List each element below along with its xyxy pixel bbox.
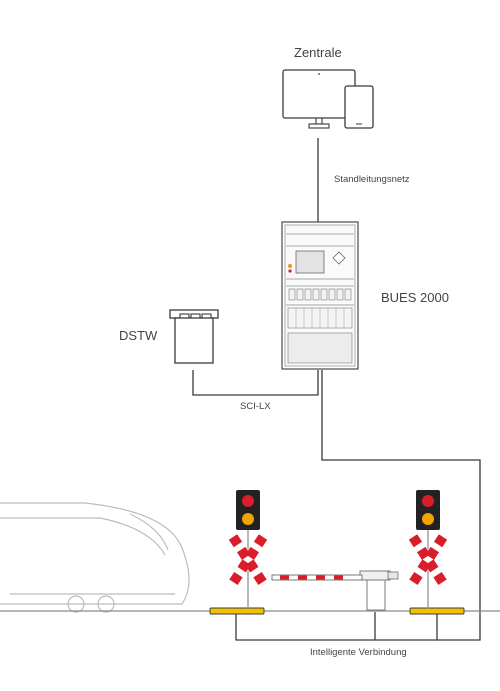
- train-wheel: [67, 595, 85, 613]
- cabinet-display: [295, 250, 325, 274]
- monitor-screen: [282, 69, 356, 119]
- crossbuck-stripe: [408, 534, 448, 586]
- train-body: [0, 502, 190, 605]
- tablet: [344, 85, 374, 129]
- bues-cabinet: [281, 221, 359, 370]
- train: [0, 502, 190, 613]
- barrier-motor: [359, 570, 391, 581]
- cabinet-led-red: [288, 269, 292, 273]
- dstw-box: [169, 309, 219, 364]
- barrier-stripe: [280, 575, 289, 580]
- left-crossing-signal: [228, 490, 268, 609]
- train-wheel: [97, 595, 115, 613]
- track-sensor-right: [409, 607, 465, 615]
- train-window: [0, 517, 166, 556]
- zentrale-devices: [282, 69, 374, 129]
- barrier-stripe: [316, 575, 325, 580]
- signal-light-amber: [422, 513, 434, 525]
- signal-light-amber: [242, 513, 254, 525]
- signal-light-red: [422, 495, 434, 507]
- dstw-body: [174, 317, 214, 364]
- monitor-foot: [308, 123, 330, 129]
- right-crossing-signal: [408, 490, 448, 609]
- cabinet-module: [296, 288, 304, 301]
- cabinet-module: [312, 288, 320, 301]
- cabinet-diamond-icon: [332, 251, 346, 265]
- signal-light-red: [242, 495, 254, 507]
- scilx-label: SCI-LX: [240, 401, 271, 412]
- scilx-line: [192, 370, 319, 396]
- zentrale-label: Zentrale: [294, 45, 342, 60]
- cabinet-module: [336, 288, 344, 301]
- crossbuck-stripe: [228, 534, 268, 586]
- train-nose-line: [129, 513, 169, 551]
- barrier-post: [366, 577, 386, 611]
- monitor-camera: [318, 73, 320, 75]
- crossbuck-stripe: [228, 534, 268, 586]
- intelligente-verbindung-line: [235, 614, 438, 641]
- standleitungsnetz-label: Standleitungsnetz: [334, 174, 410, 185]
- bues-to-crossing-line: [321, 370, 481, 641]
- cabinet-bottom-panel: [287, 332, 353, 364]
- cabinet-module: [320, 288, 328, 301]
- barrier: [271, 570, 399, 611]
- cabinet-module: [304, 288, 312, 301]
- cabinet-module: [288, 288, 296, 301]
- monitor-stand: [315, 117, 323, 125]
- crossbuck-stripe: [408, 534, 448, 586]
- barrier-counterweight: [387, 571, 399, 580]
- cabinet-module: [344, 288, 352, 301]
- cabinet-led-orange: [288, 264, 292, 268]
- barrier-stripe: [298, 575, 307, 580]
- dstw-label: DSTW: [119, 328, 158, 343]
- connection-lines: [192, 138, 481, 641]
- signal-head: [236, 490, 260, 530]
- bues-2000-label: BUES 2000: [381, 290, 449, 305]
- barrier-stripe: [334, 575, 343, 580]
- cabinet-module: [328, 288, 336, 301]
- track-sensor-left: [209, 607, 265, 615]
- signal-head: [416, 490, 440, 530]
- intelligente-verbindung-label: Intelligente Verbindung: [310, 647, 407, 658]
